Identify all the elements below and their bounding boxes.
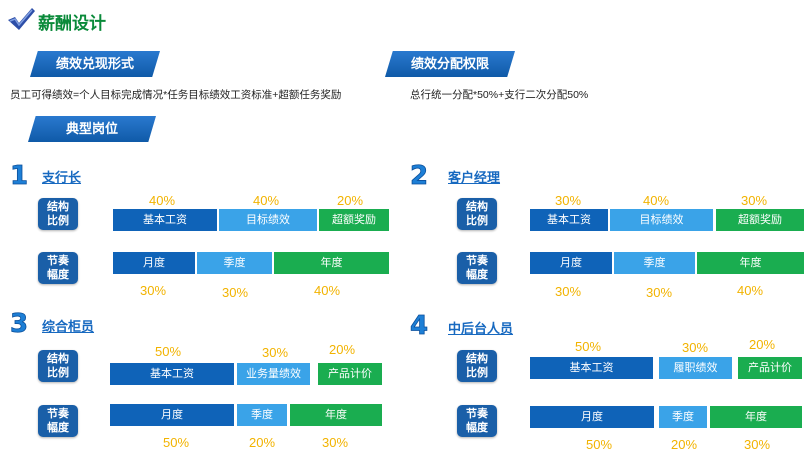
rhythm-pct: 30% [554,284,582,299]
rhythm-segment: 年度 [710,406,802,428]
svg-text:3: 3 [10,309,28,336]
structure-pct: 30% [261,345,289,360]
structure-label: 结构比例 [457,350,497,382]
structure-segment: 超额奖励 [319,209,389,231]
svg-text:4: 4 [410,311,428,338]
rhythm-label: 节奏幅度 [457,252,497,284]
svg-text:2: 2 [410,161,428,188]
structure-segment: 基本工资 [530,357,653,379]
structure-pct: 40% [642,193,670,208]
performance-form-tab: 绩效兑现形式 [30,51,160,77]
rhythm-segment: 年度 [290,404,382,426]
rhythm-pct: 40% [313,283,341,298]
rhythm-segment: 季度 [197,252,272,274]
number-3-icon: 3 [10,309,29,336]
rhythm-segment: 季度 [237,404,287,426]
rhythm-pct: 40% [736,283,764,298]
structure-segment: 基本工资 [113,209,217,231]
rhythm-label: 节奏幅度 [457,405,497,437]
rhythm-segment: 月度 [110,404,234,426]
rhythm-segment: 年度 [697,252,804,274]
rhythm-pct: 50% [162,435,190,450]
structure-segment: 业务量绩效 [237,363,310,385]
svg-text:1: 1 [10,161,28,188]
rhythm-pct: 30% [321,435,349,450]
role-name: 中后台人员 [448,321,514,336]
rhythm-segment: 季度 [614,252,695,274]
structure-segment: 目标绩效 [219,209,317,231]
structure-pct: 20% [328,342,356,357]
structure-segment: 超额奖励 [716,209,804,231]
structure-pct: 30% [554,193,582,208]
structure-segment: 产品计价 [738,357,802,379]
performance-alloc-tab: 绩效分配权限 [385,51,515,77]
structure-pct: 20% [748,337,776,352]
rhythm-pct: 30% [139,283,167,298]
page-title: 薪酬设计 [38,14,106,33]
structure-pct: 50% [154,344,182,359]
rhythm-pct: 30% [743,437,771,452]
rhythm-pct: 30% [645,285,673,300]
rhythm-segment: 月度 [530,252,612,274]
rhythm-pct: 20% [670,437,698,452]
number-2-icon: 2 [410,161,429,188]
rhythm-segment: 月度 [530,406,654,428]
role-name: 支行长 [42,170,82,185]
structure-pct: 30% [681,340,709,355]
number-1-icon: 1 [10,161,29,188]
structure-pct: 50% [574,339,602,354]
structure-label: 结构比例 [38,350,78,382]
typical-roles-tab: 典型岗位 [28,116,156,142]
structure-pct: 40% [252,193,280,208]
rhythm-pct: 50% [585,437,613,452]
rhythm-label: 节奏幅度 [38,252,78,284]
structure-pct: 30% [740,193,768,208]
structure-segment: 履职绩效 [659,357,732,379]
structure-label: 结构比例 [38,198,78,230]
rhythm-segment: 季度 [659,406,707,428]
role-name: 综合柜员 [42,319,95,334]
role-name: 客户经理 [448,170,501,185]
performance-form-desc: 员工可得绩效=个人目标完成情况*任务目标绩效工资标准+超额任务奖励 [10,89,342,101]
structure-segment: 基本工资 [530,209,608,231]
performance-alloc-desc: 总行统一分配*50%+支行二次分配50% [410,89,589,101]
structure-segment: 基本工资 [110,363,234,385]
structure-pct: 20% [336,193,364,208]
rhythm-label: 节奏幅度 [38,405,78,437]
structure-pct: 40% [148,193,176,208]
checkmark-icon [8,8,35,30]
structure-segment: 产品计价 [318,363,382,385]
rhythm-segment: 年度 [274,252,389,274]
number-4-icon: 4 [410,311,429,338]
rhythm-segment: 月度 [113,252,195,274]
rhythm-pct: 20% [248,435,276,450]
structure-label: 结构比例 [457,198,497,230]
structure-segment: 目标绩效 [610,209,713,231]
rhythm-pct: 30% [221,285,249,300]
